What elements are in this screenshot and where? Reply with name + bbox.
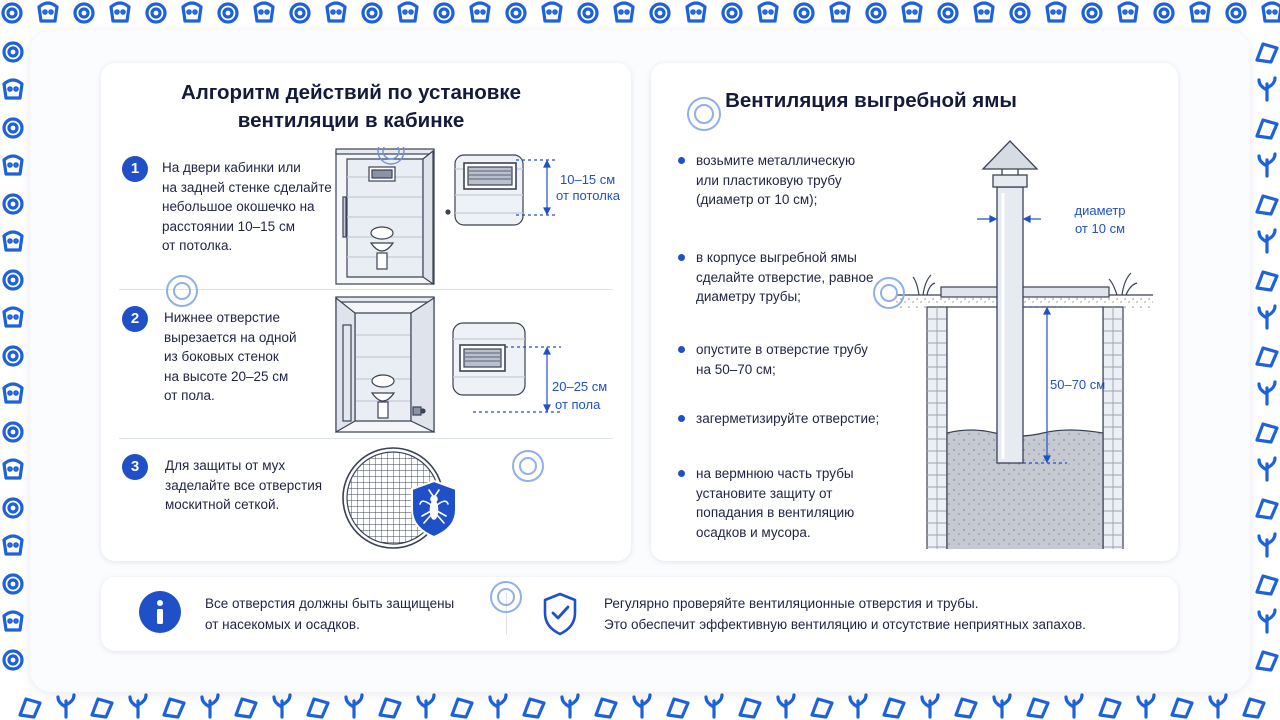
step-1-number: 1 (122, 156, 148, 182)
bullet-line: или пластиковую трубу (696, 172, 842, 188)
measure-top-value: 10–15 см (560, 172, 616, 187)
step-2-line: вырезается на одной (164, 329, 297, 345)
bullet-line: (диаметр от 10 см); (696, 192, 818, 207)
pit-instruction-item: на вермнюю часть трубы установите защиту… (678, 464, 906, 542)
footer-note-right: Регулярно проверяйте вентиляционные отве… (604, 593, 1164, 635)
depth-label: 50–70 см (1050, 377, 1106, 392)
diameter-label-line: диаметр (1074, 203, 1126, 218)
step-2-line: Нижнее отверстие (164, 310, 280, 325)
step-3-line: заделайте все отверстия (165, 477, 323, 493)
bullet-line: на вермнюю часть трубы (696, 466, 854, 481)
step-3-number: 3 (122, 454, 148, 480)
step-1-line: небольшое окошечко на (162, 199, 315, 214)
right-panel-title: Вентиляция выгребной ямы (725, 89, 1017, 112)
bullet-dot (678, 254, 685, 261)
step-divider (119, 289, 613, 290)
diameter-label: диаметр от 10 см (1060, 202, 1140, 238)
step-1-line: на задней стенке сделайте (162, 179, 332, 195)
left-title-line-2: вентиляции в кабинке (237, 109, 465, 132)
step-1-text: На двери кабинки или на задней стенке сд… (162, 158, 332, 256)
target-ring-icon (166, 275, 198, 307)
footer-right-line: Это обеспечит эффективную вентиляцию и о… (604, 617, 1086, 632)
step-3-line: Для защиты от мух (165, 458, 286, 473)
mosquito-shield-icon (411, 479, 457, 539)
footer-note-left: Все отверстия должны быть защищены от на… (205, 593, 485, 635)
bullet-line: загерметизируйте отверстие; (696, 411, 880, 426)
bullet-dot (678, 470, 685, 477)
step-1-line: На двери кабинки или (162, 160, 301, 175)
bullet-line: сделайте отверстие, равное (696, 269, 874, 285)
bullet-line: попадания в вентиляцию (696, 505, 855, 520)
cesspit-illustration (896, 140, 1153, 549)
step-2-line: от пола. (164, 388, 215, 403)
bullet-line: опустите в отверстие трубу (696, 342, 868, 357)
bullet-line: возьмите металлическую (696, 153, 856, 168)
measure-top-ref: от потолка (556, 188, 621, 203)
step-1-line: расстоянии 10–15 см (162, 218, 295, 234)
step-2-number: 2 (122, 306, 148, 332)
step-2-line: на высоте 20–25 см (164, 368, 289, 384)
target-ring-icon (490, 581, 522, 613)
measure-bottom-ref: от пола (555, 397, 601, 412)
bullet-dot (678, 157, 685, 164)
step-2-text: Нижнее отверстие вырезается на одной из … (164, 308, 334, 406)
info-icon (139, 591, 181, 633)
step-2-line: из боковых стенок (164, 349, 279, 364)
pit-instruction-list: возьмите металлическую или пластиковую т… (678, 63, 908, 561)
pit-instruction-item: опустите в отверстие трубу на 50–70 см; (678, 340, 906, 379)
pit-instruction-item: возьмите металлическую или пластиковую т… (678, 151, 906, 210)
diameter-label-line: от 10 см (1074, 221, 1126, 236)
footer-right-line: Регулярно проверяйте вентиляционные отве… (604, 596, 979, 611)
footer-divider (506, 593, 507, 635)
bullet-dot (678, 415, 685, 422)
bullet-dot (678, 346, 685, 353)
footer-left-line: Все отверстия должны быть защищены (205, 596, 455, 611)
right-panel: Вентиляция выгребной ямы возьмите металл… (651, 63, 1178, 561)
target-ring-icon (512, 450, 544, 482)
shield-check-icon (543, 592, 577, 636)
footer-note-panel: Все отверстия должны быть защищены от на… (101, 577, 1178, 651)
pit-instruction-item: загерметизируйте отверстие; (678, 409, 906, 429)
cabin-illustration-bottom (335, 296, 561, 434)
cabin-illustration-top (335, 147, 555, 286)
left-panel-title: Алгоритм действий по установке вентиляци… (101, 79, 601, 135)
measure-bottom-value: 20–25 см (552, 379, 608, 394)
bullet-line: в корпусе выгребной ямы (696, 250, 857, 265)
bullet-line: установите защиту от (696, 485, 833, 501)
bullet-line: диаметру трубы; (696, 289, 801, 304)
step-divider (119, 438, 613, 439)
bullet-line: на 50–70 см; (696, 361, 776, 377)
left-title-line-1: Алгоритм действий по установке (180, 81, 522, 104)
footer-left-line: от насекомых и осадков. (205, 617, 360, 632)
step-1-line: от потолка. (162, 238, 233, 253)
target-ring-icon (687, 97, 721, 131)
step-3-line: москитной сеткой. (165, 497, 280, 512)
bullet-line: осадков и мусора. (696, 524, 811, 540)
target-ring-icon (873, 277, 905, 309)
left-panel: Алгоритм действий по установке вентиляци… (101, 63, 631, 561)
step-3-text: Для защиты от мух заделайте все отверсти… (165, 456, 335, 515)
pit-instruction-item: в корпусе выгребной ямы сделайте отверст… (678, 248, 906, 307)
